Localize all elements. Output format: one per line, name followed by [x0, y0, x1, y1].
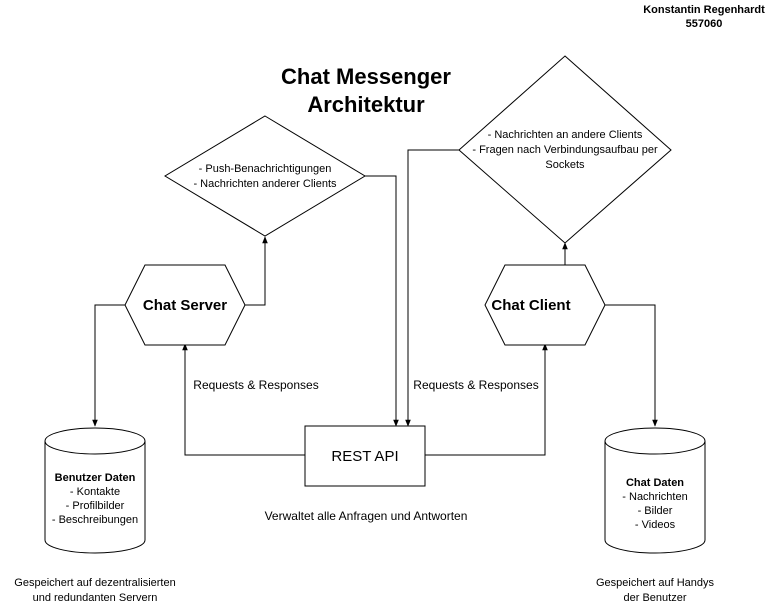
edge-server-diamond-to-api: [365, 175, 399, 427]
chat-client-node: [484, 264, 606, 346]
user-db-cylinder: [44, 427, 146, 554]
client-diamond-line-2: - Fragen nach Verbindungsaufbau per: [472, 144, 658, 156]
connectors: [92, 149, 658, 456]
chat-db-caption-2: der Benutzer: [624, 592, 687, 604]
client-diamond-line-1: - Nachrichten an andere Clients: [488, 129, 643, 141]
title-line-1: Chat Messenger: [281, 64, 451, 89]
edge-label-right: Requests & Responses: [413, 378, 538, 392]
edge-label-left: Requests & Responses: [193, 378, 318, 392]
chat-server-node: [124, 264, 246, 346]
chat-server-label: Chat Server: [143, 297, 227, 314]
user-db-title: Benutzer Daten: [55, 472, 136, 484]
title-line-2: Architektur: [307, 92, 425, 117]
server-diamond-line-1: - Push-Benachrichtigungen: [199, 163, 332, 175]
edge-api-to-client: [425, 343, 548, 456]
edge-client-to-chatdb: [605, 304, 658, 427]
user-db-line-1: - Kontakte: [70, 486, 120, 498]
edge-server-to-userdb: [92, 304, 125, 427]
chat-db-title: Chat Daten: [626, 477, 684, 489]
chat-db-caption-1: Gespeichert auf Handys: [596, 577, 715, 589]
rest-api-node: [304, 425, 426, 487]
chat-db-cylinder: [604, 427, 706, 554]
server-diamond-line-2: - Nachrichten anderer Clients: [193, 178, 337, 190]
user-db-line-3: - Beschreibungen: [52, 514, 138, 526]
user-db-caption-2: und redundanten Servern: [33, 592, 158, 604]
user-db-line-2: - Profilbilder: [66, 500, 125, 512]
edge-api-to-server: [182, 343, 305, 456]
author-id: 557060: [686, 18, 723, 30]
user-db-caption-1: Gespeichert auf dezentralisierten: [14, 577, 175, 589]
edge-server-to-diamond: [245, 236, 268, 306]
edge-client-diamond-to-api: [405, 149, 459, 427]
server-diamond: [164, 115, 366, 237]
chat-db-line-2: - Bilder: [638, 505, 673, 517]
chat-client-label: Chat Client: [491, 297, 570, 314]
client-diamond-line-3: Sockets: [545, 159, 585, 171]
rest-api-caption: Verwaltet alle Anfragen und Antworten: [265, 509, 468, 523]
author-name: Konstantin Regenhardt: [643, 4, 765, 16]
chat-db-line-3: - Videos: [635, 519, 676, 531]
chat-db-line-1: - Nachrichten: [622, 491, 687, 503]
client-diamond: [458, 55, 672, 244]
rest-api-label: REST API: [331, 448, 398, 465]
